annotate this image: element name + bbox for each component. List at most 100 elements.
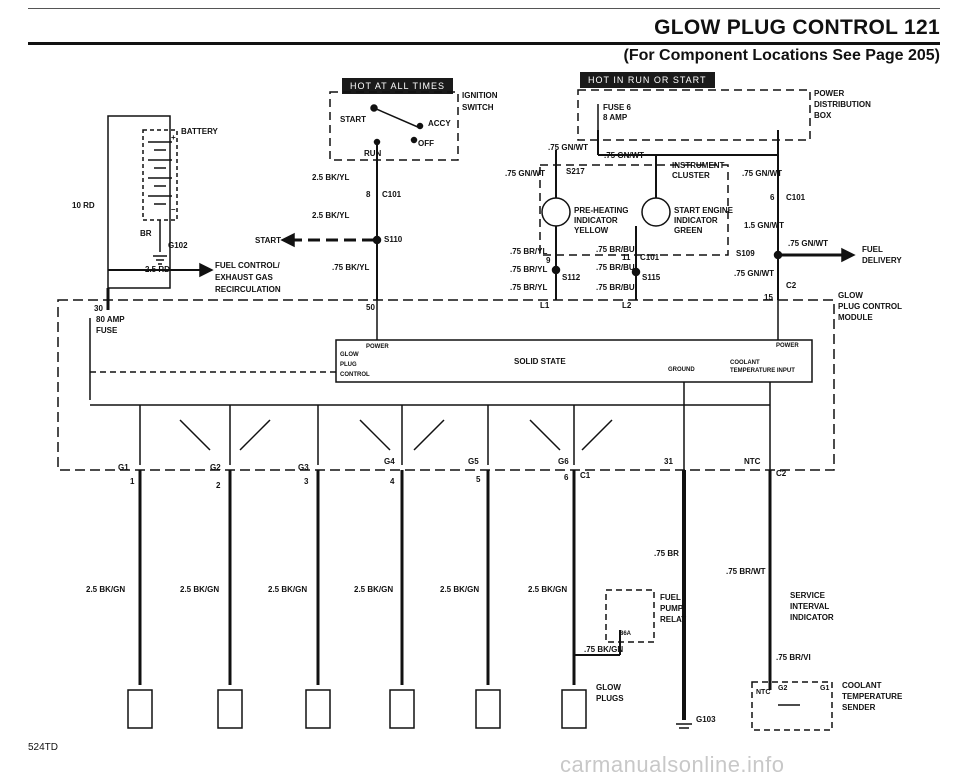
label-glow-plugs-2: PLUGS — [596, 694, 624, 703]
footer-code: 524TD — [28, 742, 59, 753]
label-75gnwt-e: .75 GN/WT — [788, 239, 828, 248]
label-75gnwt-a: .75 GN/WT — [548, 143, 588, 152]
preheating-indicator-lamp — [541, 197, 571, 227]
label-n4: 4 — [390, 477, 395, 486]
coolant-sender-box — [751, 681, 833, 731]
fuel-pump-relay-box — [605, 589, 655, 643]
page-title: GLOW PLUG CONTROL 121 — [654, 16, 940, 39]
label-service-2: INTERVAL — [790, 602, 829, 611]
label-ignition-2: SWITCH — [462, 103, 494, 112]
label-sender-g2: G2 — [778, 685, 787, 692]
glow-plug-wires — [138, 470, 576, 685]
header-rule — [28, 42, 940, 45]
label-preheat-3: YELLOW — [574, 226, 609, 235]
label-fuse6: FUSE 6 — [603, 103, 632, 112]
solid-state-box — [335, 339, 813, 383]
label-75brwt: .75 BR/WT — [726, 567, 766, 576]
label-glow-3: CONTROL — [340, 372, 370, 378]
label-25bkgn-6: 2.5 BK/GN — [528, 585, 567, 594]
label-starteng-2: INDICATOR — [674, 216, 718, 225]
label-c101-c: C101 — [640, 253, 660, 262]
label-75gnwt-d: .75 GN/WT — [742, 169, 782, 178]
arrow-fuel-delivery — [841, 247, 856, 263]
label-g103: G103 — [696, 715, 716, 724]
label-75br: .75 BR — [654, 549, 679, 558]
label-pin-l2: L2 — [622, 301, 632, 310]
label-pin-8: 8 — [366, 190, 371, 199]
label-g2: G2 — [210, 463, 221, 472]
banner-hot-at-all-times: HOT AT ALL TIMES — [342, 78, 454, 94]
label-sender-2: TEMPERATURE — [842, 692, 903, 701]
label-sender-ntc: NTC — [756, 689, 770, 696]
switch-contact — [373, 107, 421, 129]
label-c101-b: C101 — [786, 193, 806, 202]
label-instrument-1: INSTRUMENT — [672, 161, 725, 170]
label-c2-top: C2 — [786, 281, 797, 290]
label-battery: BATTERY — [181, 127, 219, 136]
label-battery-plus: + — [171, 133, 176, 142]
label-75brbu-c: .75 BR/BU — [596, 283, 635, 292]
power-distribution-box — [577, 89, 811, 141]
battery-frame — [107, 115, 171, 289]
label-fuel-control-2: EXHAUST GAS — [215, 273, 273, 282]
label-gpcm-1: GLOW — [838, 291, 863, 300]
label-glow-2: PLUG — [340, 362, 357, 368]
label-n5: 5 — [476, 475, 481, 484]
label-75bkyl: .75 BK/YL — [332, 263, 369, 272]
label-pin-l1: L1 — [540, 301, 550, 310]
label-75gnwt-b: .75 GN/WT — [604, 151, 644, 160]
label-start: START — [340, 115, 366, 124]
label-c101-a: C101 — [382, 190, 402, 199]
label-br: BR — [140, 229, 152, 238]
label-glow-plugs-1: GLOW — [596, 683, 621, 692]
label-75bryl-b: .75 BR/YL — [510, 265, 547, 274]
label-75gnwt-f: .75 GN/WT — [734, 269, 774, 278]
label-75gnwt-c: .75 GN/WT — [505, 169, 545, 178]
label-power-dist-2: DISTRIBUTION — [814, 100, 871, 109]
label-25rd: 2.5 RD — [145, 265, 170, 274]
label-run: RUN — [364, 149, 382, 158]
label-sender-g1: G1 — [820, 685, 829, 692]
label-75bryl-a: .75 BR/YL — [510, 247, 547, 256]
label-preheat-2: INDICATOR — [574, 216, 618, 225]
label-fuel-pump-3: RELAY — [660, 615, 687, 624]
label-25bkyl-b: 2.5 BK/YL — [312, 211, 349, 220]
label-gpcm-3: MODULE — [838, 313, 873, 322]
label-fuel-control-3: RECIRCULATION — [215, 285, 281, 294]
label-c1: C1 — [580, 471, 591, 480]
label-g4: G4 — [384, 457, 395, 466]
label-fuel-delivery-2: DELIVERY — [862, 256, 902, 265]
label-fuse80-2: FUSE — [96, 326, 118, 335]
label-pin-15: 15 — [764, 293, 773, 302]
label-g1: G1 — [118, 463, 129, 472]
label-86a: 86A — [620, 631, 632, 637]
label-pin-50: 50 — [366, 303, 375, 312]
label-n1: 1 — [130, 477, 135, 486]
label-pin-11: 11 — [622, 253, 631, 262]
label-off: OFF — [418, 139, 434, 148]
label-start-left: START — [255, 236, 281, 245]
label-fuel-control-1: FUEL CONTROL/ — [215, 261, 281, 270]
label-accy: ACCY — [428, 119, 451, 128]
label-power-dist-1: POWER — [814, 89, 844, 98]
label-fuse80-1: 80 AMP — [96, 315, 125, 324]
label-75brvi: .75 BR/VI — [776, 653, 811, 662]
label-s110: S110 — [384, 235, 403, 244]
label-g3: G3 — [298, 463, 309, 472]
start-engine-indicator-lamp — [641, 197, 671, 227]
label-75brbu-a: .75 BR/BU — [596, 245, 635, 254]
label-gpcm-2: PLUG CONTROL — [838, 302, 902, 311]
watermark: carmanualsonline.info — [560, 752, 785, 777]
label-n2: 2 — [216, 481, 221, 490]
label-solid-state: SOLID STATE — [514, 357, 566, 366]
label-service-3: INDICATOR — [790, 613, 834, 622]
label-25bkgn-2: 2.5 BK/GN — [180, 585, 219, 594]
label-instrument-2: CLUSTER — [672, 171, 710, 180]
label-ntc: NTC — [744, 457, 761, 466]
label-coolant-in-1: COOLANT — [730, 360, 760, 366]
banner-hot-in-run-or-start: HOT IN RUN OR START — [580, 72, 715, 88]
label-pin-6: 6 — [770, 193, 775, 202]
label-pin-30: 30 — [94, 304, 103, 313]
label-battery-minus: – — [171, 205, 176, 214]
